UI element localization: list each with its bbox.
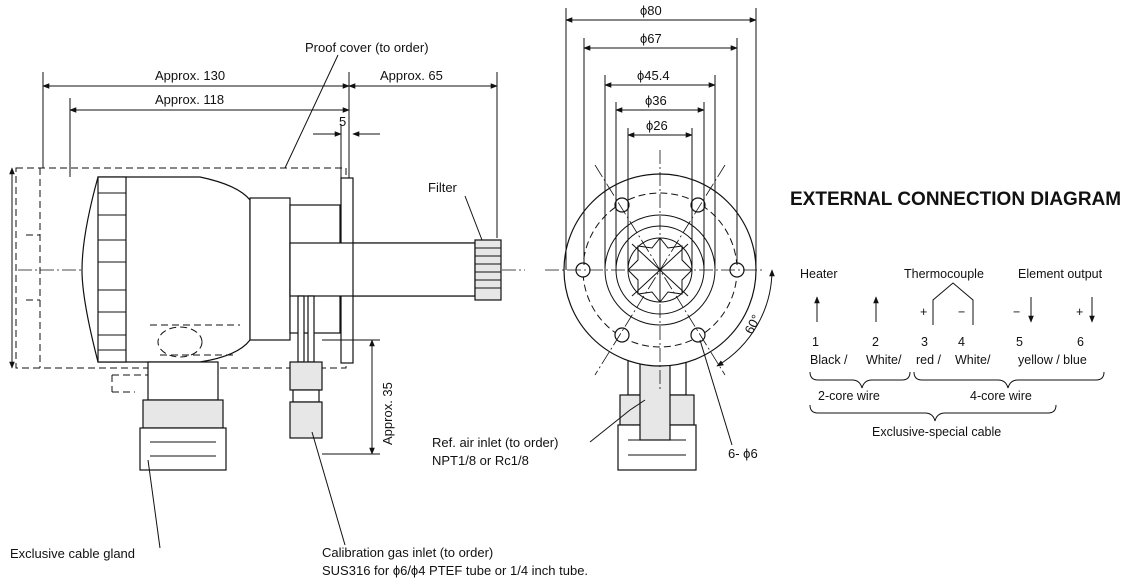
bolt-hole-top-right <box>690 197 706 213</box>
housing-neck <box>249 197 291 341</box>
approx-118-label: Approx. 118 <box>155 92 224 107</box>
holes-leader <box>699 339 733 446</box>
color-4: White/ <box>955 353 991 367</box>
cable-gland-leader <box>147 459 161 549</box>
terminal-6: 6 <box>1077 335 1084 349</box>
d36-label: ϕ36 <box>645 93 667 108</box>
heater-label: Heater <box>800 267 838 281</box>
circle-45 <box>604 214 716 326</box>
brace-cable <box>809 404 1057 422</box>
terminal-3: 3 <box>921 335 928 349</box>
terminal-1: 1 <box>812 335 819 349</box>
housing-cap <box>97 176 127 363</box>
cal-gas-pipe-b <box>307 295 315 363</box>
el-plus: + <box>1076 305 1083 319</box>
gland-body <box>139 427 227 471</box>
cable-label: Exclusive-special cable <box>872 425 1001 439</box>
cal-gas-nut-1 <box>289 361 323 391</box>
front-diag-2 <box>594 164 726 376</box>
cal-gas-label-2: SUS316 for ϕ6/ϕ4 PTEF tube or 1/4 inch t… <box>322 563 588 578</box>
proof-cover-detail <box>26 168 41 368</box>
bolt-hole-top-left <box>614 197 630 213</box>
terminal-4: 4 <box>958 335 965 349</box>
gland-side-hidden <box>111 374 148 393</box>
dim-5-label: 5 <box>339 114 346 129</box>
two-core-label: 2-core wire <box>818 389 880 403</box>
approx-35-label: Approx. 35 <box>380 382 395 445</box>
d80-label: ϕ80 <box>640 3 662 18</box>
filter-mesh <box>475 247 501 289</box>
cal-gas-nut-2 <box>289 401 323 439</box>
filter-label: Filter <box>428 180 458 195</box>
tc-minus: − <box>958 305 965 319</box>
thermocouple-label: Thermocouple <box>904 267 984 281</box>
angle-arc <box>716 269 775 367</box>
ref-air-label-2: NPT1/8 or Rc1/8 <box>432 453 529 468</box>
proof-cover-leader <box>284 54 339 169</box>
internal-hidden-lines <box>150 324 240 356</box>
element-output-label: Element output <box>1018 267 1103 281</box>
color-2: White/ <box>866 353 902 367</box>
approx-65-label: Approx. 65 <box>380 68 443 83</box>
ref-air-label-1: Ref. air inlet (to order) <box>432 435 558 450</box>
connection-diagram: EXTERNAL CONNECTION DIAGRAM Heater Therm… <box>790 189 1121 439</box>
cal-gas-label-1: Calibration gas inlet (to order) <box>322 545 493 560</box>
el-minus: − <box>1013 305 1020 319</box>
side-view: Proof cover (to order) Approx. 130 Appro… <box>9 40 588 578</box>
cal-gas-leader <box>311 431 346 546</box>
gland-nut <box>142 399 224 429</box>
filter-leader <box>464 195 483 241</box>
cap-ribs <box>98 192 126 351</box>
front-view: ϕ80 ϕ67 ϕ45.4 ϕ36 ϕ26 60° 6- ϕ6 Ref. air… <box>432 3 775 471</box>
probe-tube-outer <box>352 242 476 297</box>
tc-plus: + <box>920 305 927 319</box>
approx-130-label: Approx. 130 <box>155 68 225 83</box>
brace-2-core <box>809 371 911 389</box>
holes-label: 6- ϕ6 <box>728 446 758 461</box>
terminal-5: 5 <box>1016 335 1023 349</box>
brace-4-core <box>913 371 1105 389</box>
gland-lines <box>150 441 216 457</box>
cal-gas-pipe-a <box>297 295 305 363</box>
color-3: red / <box>916 353 942 367</box>
filter-element <box>474 239 502 301</box>
ref-air-leader <box>589 399 646 443</box>
connection-title: EXTERNAL CONNECTION DIAGRAM <box>790 189 1121 210</box>
four-core-label: 4-core wire <box>970 389 1032 403</box>
thermocouple-junction <box>932 282 974 325</box>
cal-gas-ring <box>292 389 320 403</box>
proof-cover-label: Proof cover (to order) <box>305 40 429 55</box>
d26-label: ϕ26 <box>646 118 668 133</box>
hidden-port <box>157 326 203 358</box>
d67-label: ϕ67 <box>640 31 662 46</box>
cable-gland-label: Exclusive cable gland <box>10 546 135 561</box>
color-1: Black / <box>810 353 848 367</box>
gland-neck <box>147 361 219 401</box>
terminal-2: 2 <box>872 335 879 349</box>
color-56: yellow / blue <box>1018 353 1087 367</box>
bolt-hole-bottom-right <box>690 327 706 343</box>
d45-label: ϕ45.4 <box>637 68 670 83</box>
bolt-hole-bottom-left <box>614 327 630 343</box>
